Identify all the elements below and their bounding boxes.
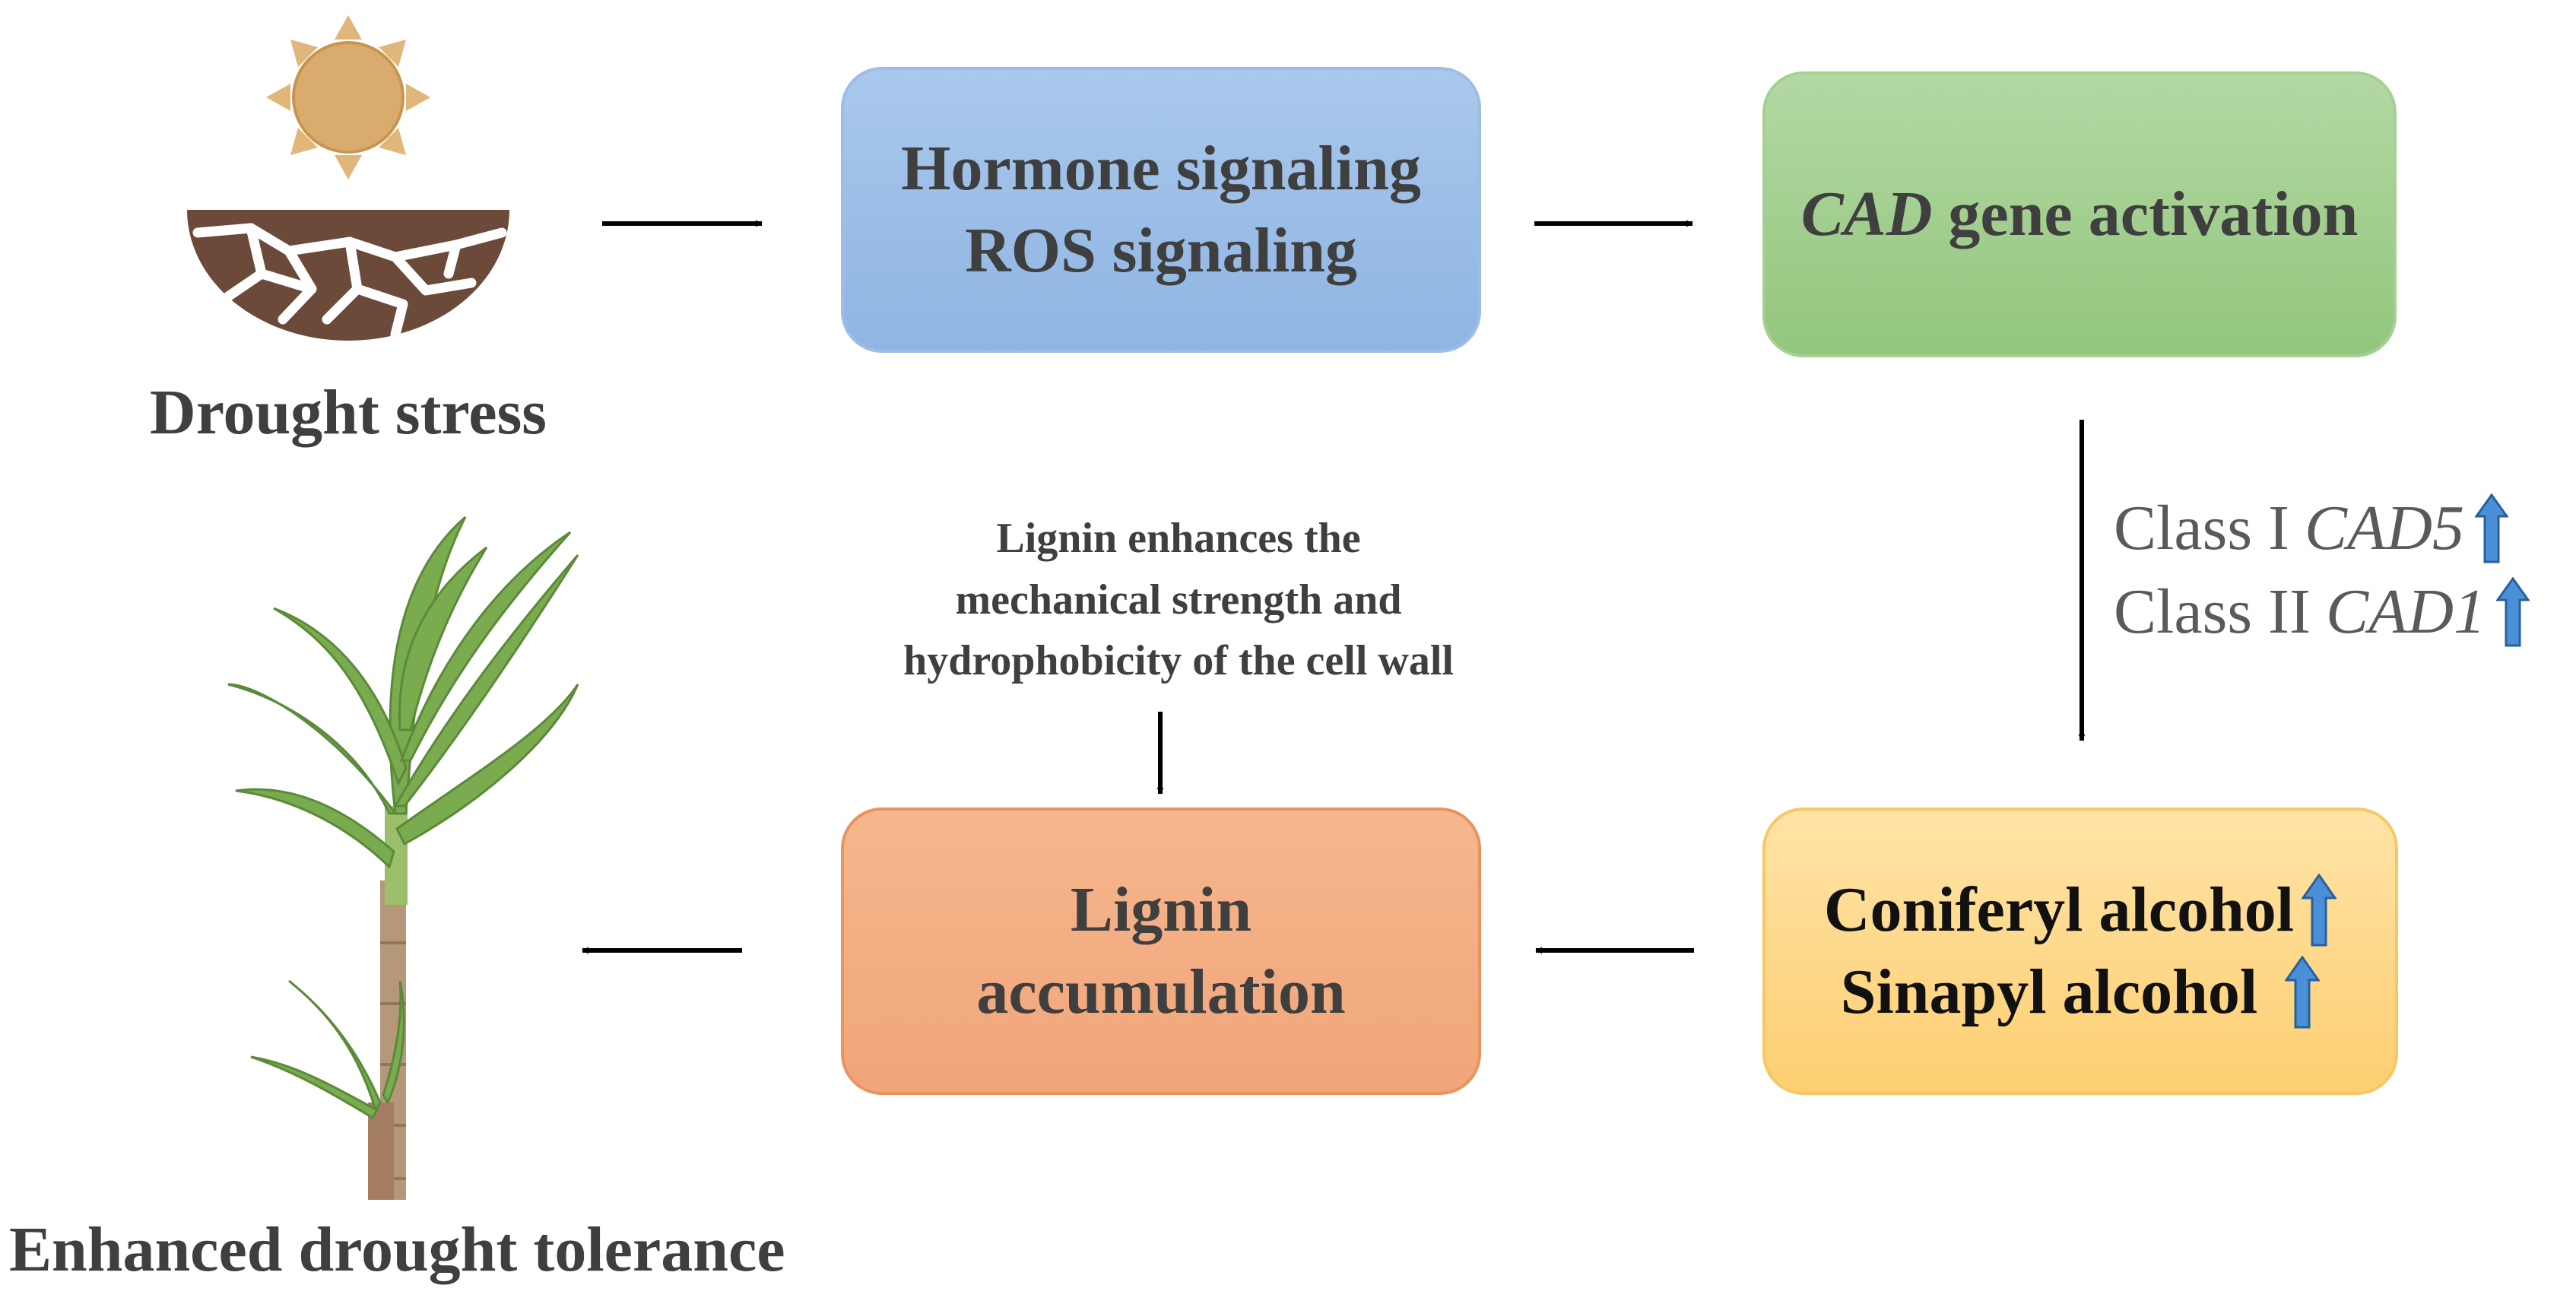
- drought-stress-label: Drought stress: [150, 377, 547, 448]
- lignin-line: Lignin: [1070, 874, 1252, 946]
- note-line-1: Lignin enhances the: [996, 515, 1361, 562]
- alcohol-box: Coniferyl alcohol Sinapyl alcohol: [1762, 807, 2398, 1095]
- up-arrow-icon: [2495, 576, 2530, 647]
- note-line-2: mechanical strength and: [955, 576, 1402, 623]
- hormone-signaling-box: Hormone signaling ROS signaling: [841, 67, 1481, 353]
- sinapyl-alcohol-row: Sinapyl alcohol: [1841, 951, 2321, 1033]
- sun-cracked-soil-icon: [187, 15, 509, 341]
- hormone-line: Hormone signaling: [901, 133, 1421, 205]
- class-ii-label: Class II: [2114, 576, 2311, 647]
- class-i-label: Class I: [2114, 493, 2289, 563]
- up-arrow-icon: [2285, 955, 2321, 1029]
- flow-arrows: [582, 220, 2086, 954]
- class-ii-cad1-row: Class II CAD1: [2114, 575, 2530, 649]
- cad-gene-activation-box: CAD gene activation: [1762, 71, 2397, 357]
- ros-line: ROS signaling: [965, 215, 1357, 286]
- sinapyl-alcohol-label: Sinapyl alcohol: [1840, 957, 2258, 1027]
- class-i-cad5-row: Class I CAD5: [2114, 491, 2508, 565]
- cad-gene-name: CAD: [1800, 179, 1933, 250]
- coniferyl-alcohol-label: Coniferyl alcohol: [1823, 874, 2295, 946]
- lignin-accumulation-box: Lignin accumulation: [841, 807, 1481, 1095]
- cad-activation-text: CAD gene activation: [1801, 173, 2359, 255]
- sugarcane-plant-icon: [227, 516, 579, 1200]
- up-arrow-icon: [2475, 493, 2508, 563]
- class-i-gene: CAD5: [2305, 493, 2464, 563]
- lignin-function-note: Lignin enhances the mechanical strength …: [760, 508, 1597, 692]
- up-arrow-icon: [2302, 874, 2337, 947]
- coniferyl-alcohol-row: Coniferyl alcohol: [1823, 869, 2337, 951]
- class-ii-gene: CAD1: [2325, 576, 2486, 647]
- cad-activation-rest: gene activation: [1948, 179, 2359, 250]
- note-line-3: hydrophobicity of the cell wall: [903, 637, 1454, 685]
- enhanced-drought-tolerance-label: Enhanced drought tolerance: [9, 1214, 785, 1285]
- accumulation-line: accumulation: [976, 957, 1346, 1027]
